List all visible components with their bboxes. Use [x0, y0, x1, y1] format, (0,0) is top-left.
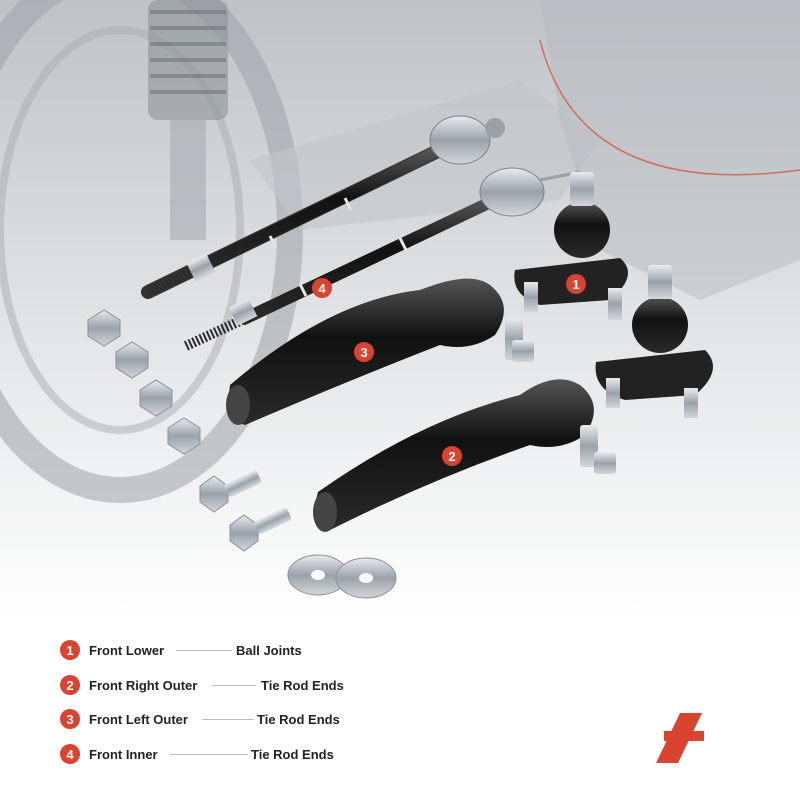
legend-part: Tie Rod Ends: [261, 677, 344, 693]
legend-divider: [176, 650, 232, 651]
legend-part: Tie Rod Ends: [251, 746, 334, 762]
hardware-nuts: [87, 309, 201, 455]
legend-row-3: 3 Front Left Outer Tie Rod Ends: [60, 707, 340, 731]
legend-position: Front Left Outer: [89, 711, 188, 727]
legend-divider: [202, 719, 254, 720]
legend-number-badge: 1: [60, 640, 80, 660]
ball-joint-right: [595, 265, 713, 418]
legend-divider: [170, 754, 248, 755]
inner-tie-rod-upper: [141, 115, 505, 299]
legend-row-1: 1 Front Lower Ball Joints: [60, 638, 302, 662]
legend-number-badge: 3: [60, 709, 80, 729]
callout-3: 3: [354, 342, 374, 362]
callout-4: 4: [312, 278, 332, 298]
legend-number-badge: 4: [60, 744, 80, 764]
legend-position: Front Inner: [89, 746, 158, 762]
hardware-bolts: [199, 470, 292, 552]
svg-text:1: 1: [572, 277, 579, 292]
svg-text:2: 2: [448, 449, 455, 464]
legend-row-4: 4 Front Inner Tie Rod Ends: [60, 742, 334, 766]
legend-divider: [212, 685, 256, 686]
legend-row-2: 2 Front Right Outer Tie Rod Ends: [60, 673, 344, 697]
callout-1: 1: [566, 274, 586, 294]
svg-text:3: 3: [360, 345, 367, 360]
product-scene: 1 2 3 4: [0, 0, 800, 620]
legend-number-badge: 2: [60, 675, 80, 695]
legend-position: Front Right Outer: [89, 677, 198, 693]
inner-tie-rod-lower: [183, 167, 581, 351]
brand-logo-icon: [656, 713, 704, 763]
legend-part: Tie Rod Ends: [257, 711, 340, 727]
svg-text:4: 4: [318, 281, 326, 296]
hardware-washers: [287, 554, 397, 599]
legend-position: Front Lower: [89, 642, 165, 658]
legend-part: Ball Joints: [236, 642, 302, 658]
callout-2: 2: [442, 446, 462, 466]
